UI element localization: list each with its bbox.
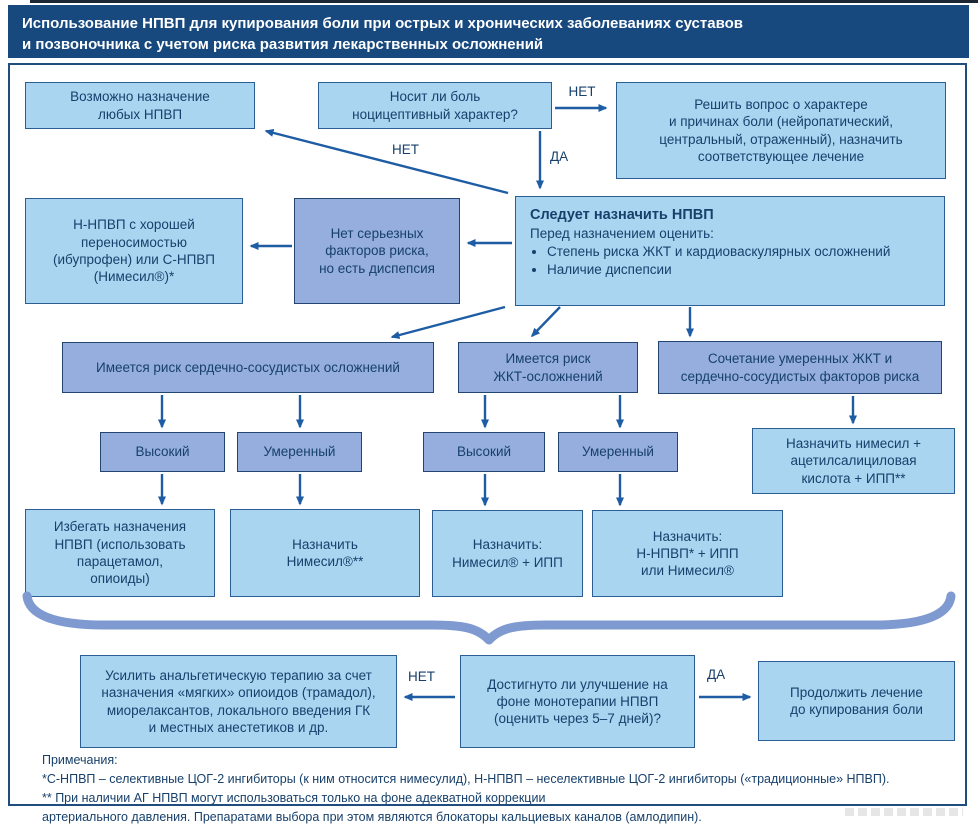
footnote-line: *С-НПВП – селективные ЦОГ-2 ингибиторы (… xyxy=(42,772,890,786)
node-strengthen-therapy: Усилить анальгетическую терапию за счет … xyxy=(80,655,397,748)
node-improvement-question: Достигнуто ли улучшение на фоне монотера… xyxy=(460,655,695,748)
prescribe-bullet: Наличие диспепсии xyxy=(547,261,930,279)
node-continue-treatment: Продолжить лечение до купирования боли xyxy=(758,661,955,741)
edge-label-no: НЕТ xyxy=(392,142,419,157)
footnote-line: ** При наличии АГ НПВП могут использоват… xyxy=(42,791,546,805)
node-prescribe-nsaid: Следует назначить НПВП Перед назначением… xyxy=(515,196,945,306)
node-nnsaid-ppi: Назначить: Н-НПВП* + ИПП или Нимесил® xyxy=(592,510,783,597)
prescribe-subtitle: Перед назначением оценить: xyxy=(530,225,714,241)
node-gi-risk: Имеется риск ЖКТ-осложнений xyxy=(458,342,638,393)
node-cv-moderate: Умеренный xyxy=(237,432,362,472)
node-nimesil-ppi: Назначить: Нимесил® + ИПП xyxy=(432,510,583,597)
edge-label-yes: ДА xyxy=(707,667,726,682)
node-avoid-nsaid: Избегать назначения НПВП (использовать п… xyxy=(25,509,215,597)
node-cv-high: Высокий xyxy=(100,432,225,472)
node-prescribe-nimesil: Назначить Нимесил®** xyxy=(230,509,420,597)
node-pain-question: Носит ли боль ноцицептивный характер? xyxy=(318,82,552,129)
node-gi-high: Высокий xyxy=(423,432,545,472)
node-non-nociceptive: Решить вопрос о характере и причинах бол… xyxy=(616,82,946,179)
node-no-risk-dyspepsia: Нет серьезных факторов риска, но есть ди… xyxy=(294,198,460,304)
prescribe-title: Следует назначить НПВП xyxy=(530,207,714,223)
prescribe-bullets: Степень риска ЖКТ и кардиоваскулярных ос… xyxy=(530,243,930,278)
edge-label-yes: ДА xyxy=(550,149,569,164)
top-hairline xyxy=(30,0,978,3)
node-combined-risk: Сочетание умеренных ЖКТ и сердечно-сосуд… xyxy=(658,341,942,394)
prescribe-bullet: Степень риска ЖКТ и кардиоваскулярных ос… xyxy=(547,243,930,261)
footnote-line: артериального давления. Препаратами выбо… xyxy=(42,810,702,824)
node-gi-moderate: Умеренный xyxy=(558,432,678,472)
edge-label-no: НЕТ xyxy=(568,84,596,99)
node-any-nsaid: Возможно назначение любых НПВП xyxy=(25,82,255,129)
footnotes-title: Примечания: xyxy=(42,753,118,767)
footnotes: Примечания: *С-НПВП – селективные ЦОГ-2 … xyxy=(42,752,942,828)
page-title: Использование НПВП для купирования боли … xyxy=(8,5,969,58)
node-cv-risk: Имеется риск сердечно-сосудистых осложне… xyxy=(62,342,434,393)
node-nimesil-aspirin-ppi: Назначить нимесил + ацетилсалициловая ки… xyxy=(752,428,955,494)
node-good-tolerance: Н-НПВП с хорошей переносимостью (ибупроф… xyxy=(25,198,243,304)
edge-label-no: НЕТ xyxy=(408,669,435,684)
watermark xyxy=(845,808,963,816)
